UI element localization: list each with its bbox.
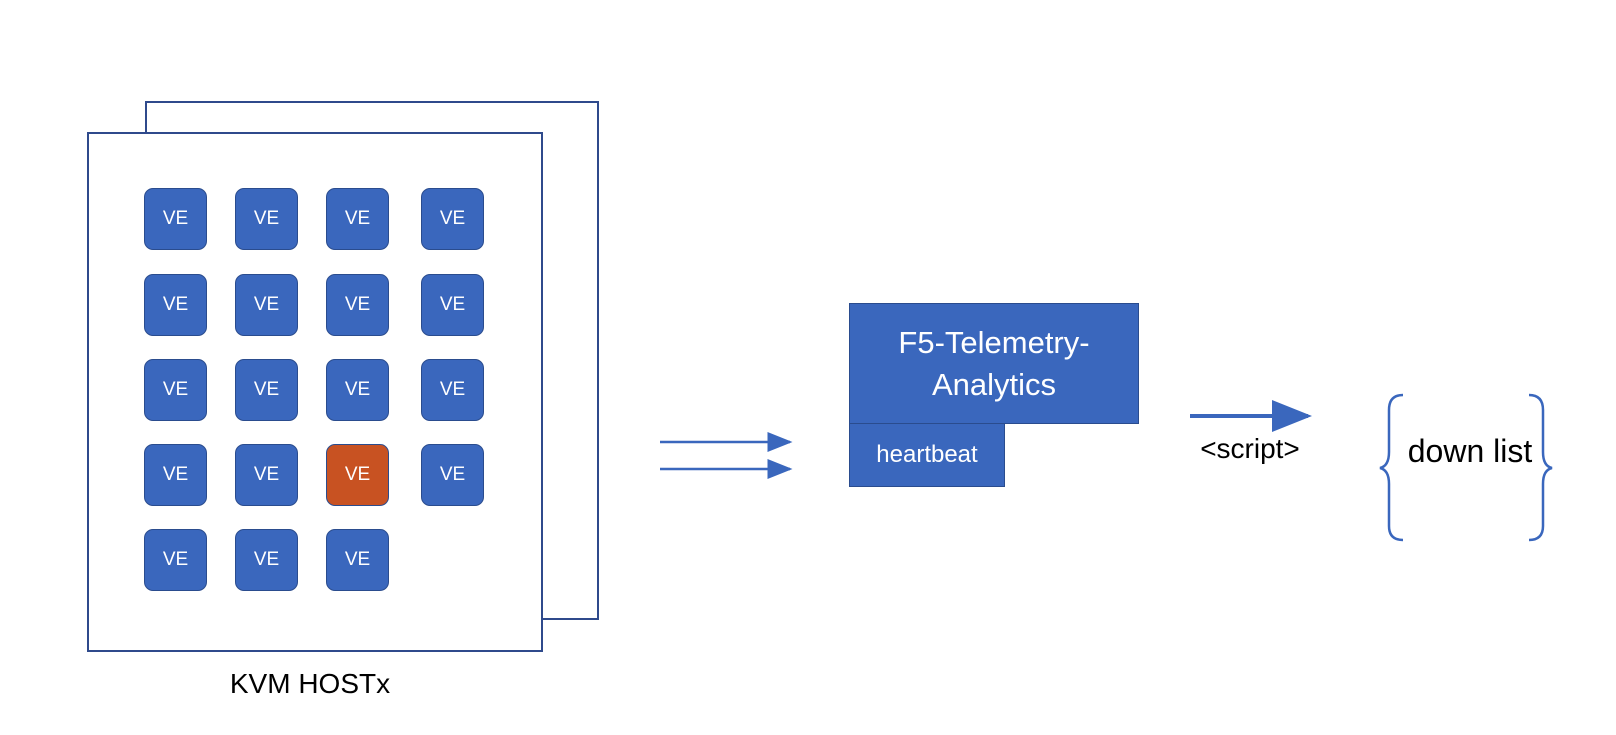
left-brace [1379, 393, 1404, 542]
ve-node: VE [326, 529, 389, 591]
ve-node: VE [326, 188, 389, 250]
ve-node: VE [326, 359, 389, 421]
ve-node: VE [144, 529, 207, 591]
telemetry-analytics-box: F5-Telemetry-Analytics [849, 303, 1139, 424]
ve-node: VE [421, 359, 484, 421]
ve-node: VE [235, 359, 298, 421]
down-list-label: down list [1407, 433, 1533, 469]
ve-node: VE [144, 274, 207, 336]
ve-node: VE [421, 188, 484, 250]
host-panel: VE VE VE VE VE VE VE VE VE VE VE VE VE VE VE VE VE VE VE [87, 132, 543, 652]
ve-node: VE [421, 444, 484, 506]
ve-node: VE [235, 529, 298, 591]
ve-node: VE [235, 444, 298, 506]
ve-node: VE [421, 274, 484, 336]
right-brace [1528, 393, 1553, 542]
script-label: <script> [1200, 433, 1300, 464]
ve-node-down: VE [326, 444, 389, 506]
ve-node: VE [235, 188, 298, 250]
ve-node: VE [144, 359, 207, 421]
host-label: KVM HOSTx [229, 668, 391, 699]
ve-node: VE [144, 188, 207, 250]
telemetry-title: F5-Telemetry-Analytics [898, 324, 1090, 402]
ve-node: VE [326, 274, 389, 336]
ve-node: VE [144, 444, 207, 506]
heartbeat-tab: heartbeat [849, 423, 1005, 487]
ve-node: VE [235, 274, 298, 336]
